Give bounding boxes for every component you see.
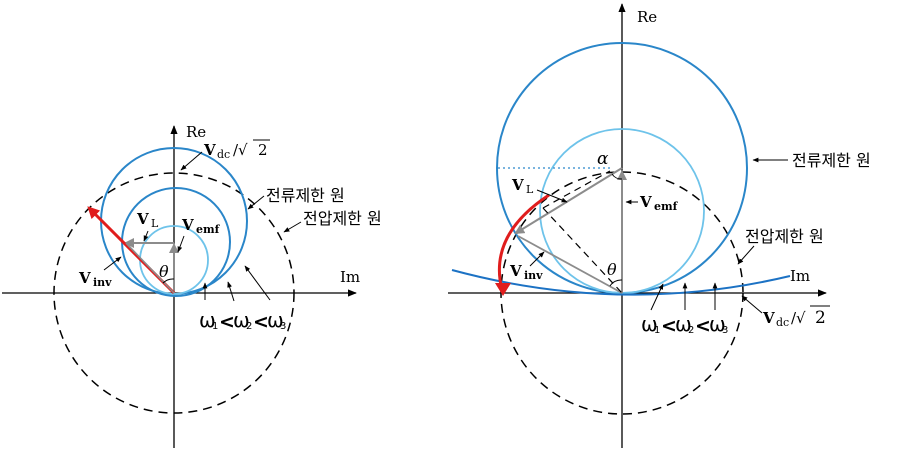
left-re-axis-label: Re: [186, 123, 206, 141]
left-vl-pointer: [143, 230, 149, 242]
right-vinv-trajectory-arc: [497, 193, 550, 291]
svg-text:/√: /√: [791, 309, 806, 327]
right-trajectory-curve: [451, 269, 791, 296]
svg-text:ω: ω: [709, 312, 726, 336]
left-current-limit-label: 전류제한 원: [266, 186, 345, 205]
right-re-axis-label: Re: [637, 8, 657, 26]
left-im-axis-label: Im: [340, 268, 360, 286]
svg-text:V: V: [762, 309, 775, 327]
svg-text:V: V: [203, 141, 216, 159]
left-vinv-gray-line: [125, 242, 175, 294]
right-vinv-label: V inv: [509, 262, 543, 282]
right-alpha-label: α: [597, 149, 609, 169]
right-vdc-pointer: [741, 295, 763, 314]
right-vinv-pointer: [529, 251, 545, 267]
right-im-axis-label: Im: [790, 267, 810, 285]
left-voltage-limit-label: 전압제한 원: [303, 209, 382, 228]
left-vdc-pointer: [180, 151, 203, 171]
right-dashed-diagonal-2: [542, 170, 611, 209]
left-vemf-pointer: [177, 235, 185, 253]
right-alpha-arc: [611, 173, 623, 180]
right-red-arrowhead: [495, 283, 511, 296]
left-diagram: Re Im V dc /√ 2 전류제한 원 전압제한 원 V: [2, 123, 382, 448]
left-w3-pointer: [244, 265, 271, 301]
right-voltage-limit-pointer: [737, 245, 755, 265]
svg-text:emf: emf: [196, 223, 221, 236]
right-vl-label: V L: [511, 176, 534, 196]
right-theta-arc: [609, 279, 623, 287]
right-vinv-vector: [517, 235, 623, 294]
left-theta-arc: [162, 278, 175, 284]
svg-text:L: L: [526, 183, 534, 196]
right-voltage-limit-circle: [500, 171, 744, 415]
svg-text:dc: dc: [776, 316, 789, 329]
right-vl-vector: [514, 167, 623, 235]
right-w1-pointer: [650, 283, 664, 311]
svg-text:/√: /√: [233, 141, 248, 159]
svg-text:1: 1: [212, 321, 218, 332]
svg-text:ω: ω: [199, 308, 216, 332]
svg-text:ω: ω: [675, 312, 692, 336]
left-omega-label: ω 1 < ω 2 < ω 3: [199, 308, 286, 333]
right-vdc-label: V dc /√ 2: [762, 305, 830, 329]
left-current-limit-pointer: [247, 195, 265, 210]
svg-text:2: 2: [246, 321, 252, 332]
right-current-limit-label: 전류제한 원: [792, 151, 871, 170]
svg-text:inv: inv: [93, 276, 112, 289]
left-vinv-pointer: [103, 256, 122, 271]
svg-text:<: <: [695, 315, 711, 337]
svg-text:inv: inv: [524, 269, 543, 282]
svg-text:ω: ω: [267, 308, 284, 332]
left-theta-label: θ: [159, 262, 169, 281]
svg-text:3: 3: [280, 321, 286, 332]
left-voltage-limit-circle: [53, 172, 295, 414]
svg-text:2: 2: [258, 141, 268, 159]
svg-text:V: V: [509, 262, 522, 280]
svg-text:<: <: [661, 315, 677, 337]
svg-text:3: 3: [722, 325, 728, 336]
svg-text:emf: emf: [654, 200, 679, 213]
svg-text:V: V: [136, 210, 149, 228]
svg-text:<: <: [253, 311, 269, 333]
left-vdc-label: V dc /√ 2: [203, 139, 270, 161]
svg-text:2: 2: [688, 325, 694, 336]
svg-text:<: <: [219, 311, 235, 333]
right-dashed-diagonal: [542, 207, 623, 294]
left-w2-pointer: [227, 281, 235, 302]
svg-text:1: 1: [654, 325, 660, 336]
right-vl-pointer: [536, 189, 568, 203]
left-voltage-limit-pointer: [283, 221, 302, 233]
right-voltage-limit-label: 전압제한 원: [745, 227, 824, 246]
svg-text:V: V: [78, 269, 91, 287]
right-omega-label: ω 1 < ω 2 < ω 3: [641, 312, 728, 337]
svg-text:2: 2: [815, 308, 826, 328]
right-vemf-label: V emf: [639, 193, 679, 213]
svg-text:L: L: [151, 217, 159, 230]
left-vl-label: V L: [136, 210, 159, 230]
svg-text:V: V: [511, 176, 524, 194]
left-vinv-label: V inv: [78, 269, 112, 289]
right-theta-label: θ: [607, 260, 617, 279]
right-diagram: Re Im α θ V L V e: [448, 3, 871, 448]
left-vemf-label: V emf: [181, 216, 221, 236]
svg-text:V: V: [181, 216, 194, 234]
svg-text:ω: ω: [641, 312, 658, 336]
svg-text:ω: ω: [233, 308, 250, 332]
svg-text:V: V: [639, 193, 652, 211]
svg-text:dc: dc: [217, 148, 230, 161]
